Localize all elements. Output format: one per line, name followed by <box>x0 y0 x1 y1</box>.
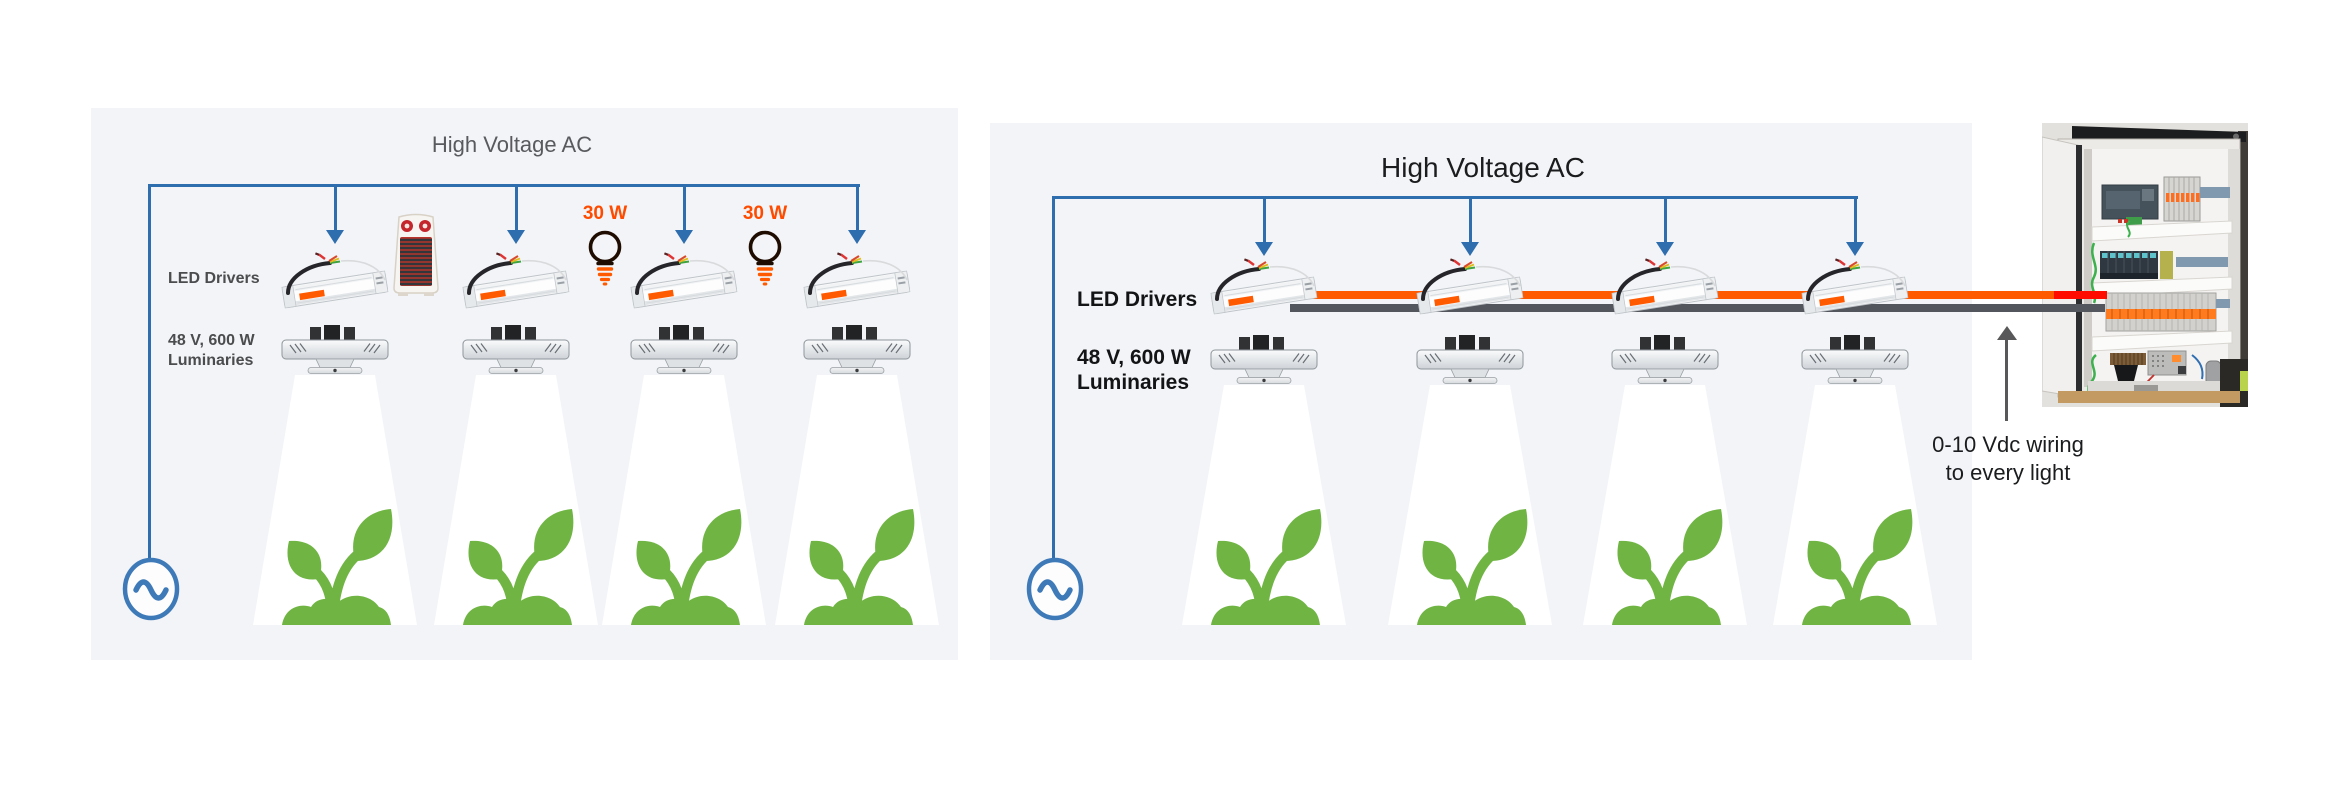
plant-icon-left-3 <box>626 503 742 625</box>
hv-feed-arrow-shaft-left-3 <box>682 184 686 230</box>
luminaire-icon-right-4 <box>1800 334 1910 386</box>
dim-wiring-annotation-line1: 0-10 Vdc wiring <box>1932 432 2084 457</box>
left-luminaires-label: 48 V, 600 W Luminaries <box>168 331 255 371</box>
hv-feed-arrowhead-icon-left-3 <box>675 230 693 244</box>
hv-feed-arrowhead-icon-left-4 <box>848 230 866 244</box>
left-hv-bus-vertical <box>148 184 151 558</box>
led-driver-icon-right-2 <box>1410 258 1530 322</box>
led-driver-icon-right-1 <box>1204 258 1324 322</box>
right-luminaires-label-line1: 48 V, 600 W <box>1077 346 1191 369</box>
hv-feed-arrow-shaft-left-2 <box>514 184 518 230</box>
luminaire-icon-right-1 <box>1209 334 1319 386</box>
right-hv-bus-vertical <box>1052 196 1055 558</box>
plant-icon-right-2 <box>1412 503 1528 625</box>
hv-feed-arrowhead-icon-right-1 <box>1255 242 1273 256</box>
hv-feed-arrow-shaft-right-2 <box>1468 196 1472 242</box>
luminaire-icon-left-2 <box>461 324 571 376</box>
hv-feed-arrowhead-icon-right-3 <box>1656 242 1674 256</box>
left-led-drivers-label: LED Drivers <box>168 270 260 287</box>
right-led-drivers-label: LED Drivers <box>1077 288 1198 311</box>
hv-feed-arrow-shaft-left-4 <box>855 184 859 230</box>
plant-icon-right-3 <box>1607 503 1723 625</box>
right-hv-bus-horizontal <box>1052 196 1858 199</box>
led-driver-icon-left-1 <box>275 252 395 316</box>
hv-feed-arrowhead-icon-left-2 <box>507 230 525 244</box>
left-luminaires-label-line1: 48 V, 600 W <box>168 332 255 349</box>
waste-heat-badge-2: 30 W <box>742 203 788 224</box>
led-driver-icon-left-4 <box>797 252 917 316</box>
hv-feed-arrow-shaft-left-1 <box>333 184 337 230</box>
led-driver-icon-right-4 <box>1795 258 1915 322</box>
dim-wiring-annotation: 0-10 Vdc wiring to every light <box>1898 431 2118 487</box>
right-ac-source-icon <box>1023 556 1087 622</box>
led-driver-icon-left-2 <box>456 252 576 316</box>
led-driver-icon-right-3 <box>1605 258 1725 322</box>
plant-icon-right-1 <box>1206 503 1322 625</box>
annotation-arrowhead-icon <box>1997 326 2017 340</box>
left-ac-source-icon <box>119 556 183 622</box>
luminaire-icon-right-3 <box>1610 334 1720 386</box>
right-luminaires-label-line2: Luminaries <box>1077 371 1190 394</box>
led-driver-icon-left-3 <box>624 252 744 316</box>
dim-cable-red-segment <box>2054 291 2107 299</box>
luminaire-icon-right-2 <box>1415 334 1525 386</box>
plant-icon-right-4 <box>1797 503 1913 625</box>
right-panel-title: High Voltage AC <box>1381 152 1585 183</box>
bulb-icon-2 <box>745 229 785 287</box>
control-cabinet-photo <box>2041 123 2248 407</box>
left-hv-bus-horizontal <box>148 184 860 187</box>
plant-icon-left-2 <box>458 503 574 625</box>
hv-feed-arrow-shaft-right-1 <box>1262 196 1266 242</box>
dim-wiring-annotation-line2: to every light <box>1945 460 2071 485</box>
left-panel-title: High Voltage AC <box>431 132 593 157</box>
luminaire-icon-left-3 <box>629 324 739 376</box>
hv-feed-arrowhead-icon-left-1 <box>326 230 344 244</box>
hv-feed-arrowhead-icon-right-4 <box>1846 242 1864 256</box>
left-luminaires-label-line2: Luminaries <box>168 352 254 369</box>
dim-cable-gray <box>1290 304 2105 312</box>
annotation-arrow-line <box>2005 339 2008 421</box>
space-heater-icon <box>386 212 446 296</box>
luminaire-icon-left-1 <box>280 324 390 376</box>
waste-heat-badge-1: 30 W <box>582 203 628 224</box>
plant-icon-left-4 <box>799 503 915 625</box>
hv-feed-arrowhead-icon-right-2 <box>1461 242 1479 256</box>
hv-feed-arrow-shaft-right-3 <box>1663 196 1667 242</box>
right-luminaires-label: 48 V, 600 W Luminaries <box>1077 345 1191 395</box>
plant-icon-left-1 <box>277 503 393 625</box>
bulb-icon-1 <box>585 229 625 287</box>
luminaire-icon-left-4 <box>802 324 912 376</box>
hv-feed-arrow-shaft-right-4 <box>1853 196 1857 242</box>
